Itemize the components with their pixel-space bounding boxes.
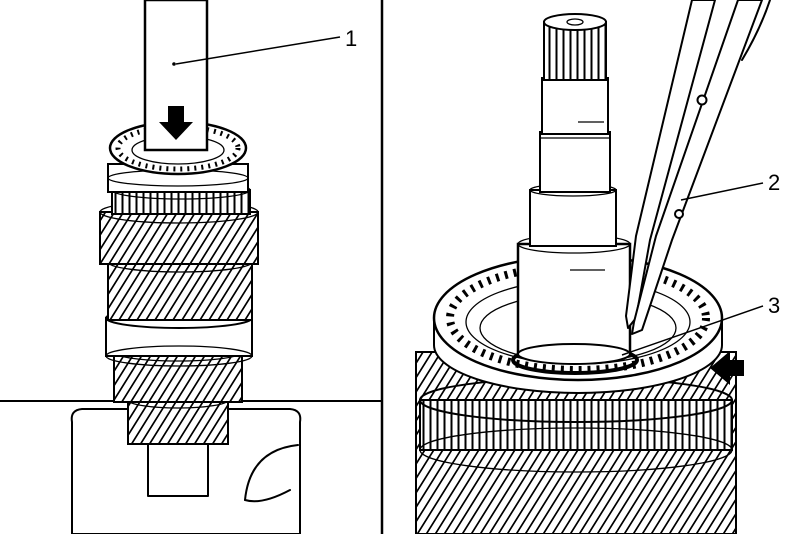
leader-line-2 bbox=[680, 182, 764, 201]
callout-label-1: 1 bbox=[345, 26, 357, 51]
splined-shaft bbox=[516, 13, 632, 365]
right-panel-drawing: 2 3 bbox=[415, 0, 780, 534]
leader-line-3 bbox=[621, 305, 764, 356]
callout-label-2: 2 bbox=[768, 170, 780, 195]
callout-label-3: 3 bbox=[768, 293, 780, 318]
synchro-sleeve-lower bbox=[105, 317, 253, 357]
leader-line-1 bbox=[175, 36, 341, 65]
left-panel-drawing: 1 bbox=[0, 0, 383, 534]
snap-ring-pliers bbox=[625, 0, 771, 335]
down-arrow-icon bbox=[159, 106, 193, 140]
shaft-lower-end bbox=[147, 439, 209, 497]
left-arrow-icon bbox=[710, 351, 744, 385]
gear-stack bbox=[99, 120, 259, 445]
